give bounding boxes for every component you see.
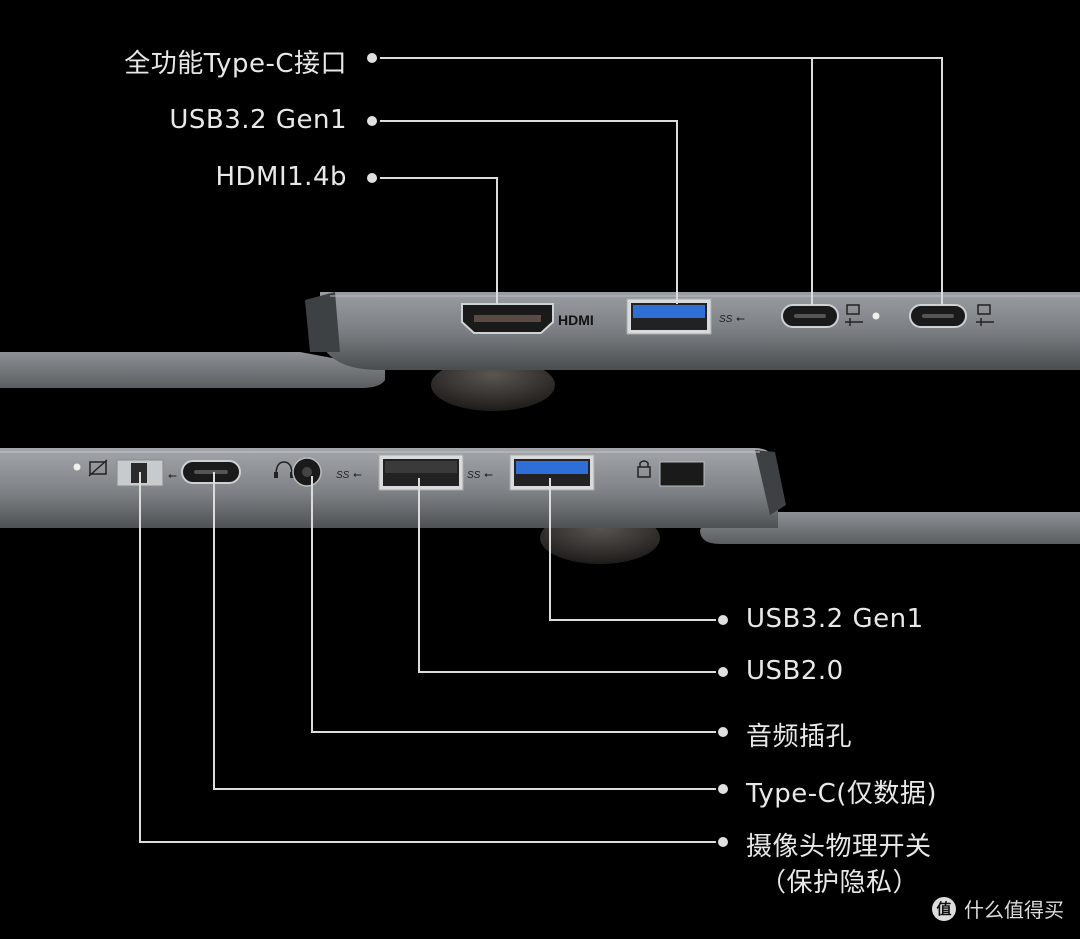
camera-off-icon (88, 459, 108, 477)
kensington-lock-slot (659, 461, 705, 487)
label-camera-switch-sub: （保护隐私） (760, 868, 920, 898)
bottom-laptop-lid (700, 512, 1080, 544)
label-audio: 音频插孔 (746, 722, 853, 752)
usb-symbol-icon: ⭠ (484, 468, 493, 481)
ss-marking-usb3: SS (467, 470, 481, 481)
label-typec-full: 全功能Type-C接口 (124, 49, 347, 79)
callout-usb20 (418, 478, 716, 673)
callout-dot (718, 727, 728, 737)
callout-audio (311, 476, 716, 733)
headphone-icon (274, 461, 294, 478)
usb3-port-top (626, 298, 712, 335)
label-camera-switch: 摄像头物理开关 (746, 832, 932, 862)
usb-symbol-icon: ⭠ (353, 468, 362, 481)
callout-typec-data (213, 472, 716, 790)
callout-camera-switch (139, 472, 716, 843)
usb20-port (378, 454, 464, 491)
callout-dot (367, 173, 377, 183)
label-usb32-top: USB3.2 Gen1 (169, 105, 347, 135)
callout-usb32-bottom (549, 478, 716, 621)
callout-dot (718, 667, 728, 677)
callout-hdmi (380, 177, 498, 304)
top-laptop: HDMI SS ⭠ (0, 292, 1080, 411)
usb3-port-bottom (509, 454, 595, 491)
watermark-logo-icon: 值 (932, 896, 956, 921)
bottom-laptop: ⭠ SS ⭠ SS ⭠ (0, 448, 1080, 564)
callout-dot (718, 784, 728, 794)
display-usb-icon (845, 304, 863, 326)
callout-dot (367, 116, 377, 126)
hdmi-marking: HDMI (558, 312, 594, 328)
callout-dot (718, 837, 728, 847)
ss-marking-usb20: SS (336, 470, 350, 481)
top-laptop-lid (0, 352, 385, 388)
callout-typec-full-2 (380, 57, 943, 305)
watermark: 值 什么值得买 (932, 894, 1064, 923)
bottom-laptop-hinge (755, 450, 786, 515)
ss-marking-top: SS (719, 314, 733, 325)
usb-symbol-icon: ⭠ (736, 312, 745, 325)
callout-dot (367, 53, 377, 63)
watermark-text: 什么值得买 (964, 898, 1064, 922)
display-usb-icon (976, 304, 994, 326)
label-usb32-bottom: USB3.2 Gen1 (746, 604, 924, 634)
usb-symbol-icon: ⭠ (168, 469, 177, 482)
callout-lines (139, 57, 943, 843)
status-led-top (872, 312, 880, 320)
hdmi-port (461, 303, 554, 334)
status-led-bottom (73, 463, 81, 471)
label-typec-data: Type-C(仅数据) (746, 779, 938, 809)
callout-usb32-top (380, 120, 678, 304)
lock-icon (637, 460, 651, 478)
top-laptop-foot (431, 359, 555, 411)
top-laptop-hinge (305, 292, 340, 352)
label-usb20: USB2.0 (746, 656, 844, 686)
label-hdmi: HDMI1.4b (215, 162, 347, 192)
callout-dot (718, 615, 728, 625)
